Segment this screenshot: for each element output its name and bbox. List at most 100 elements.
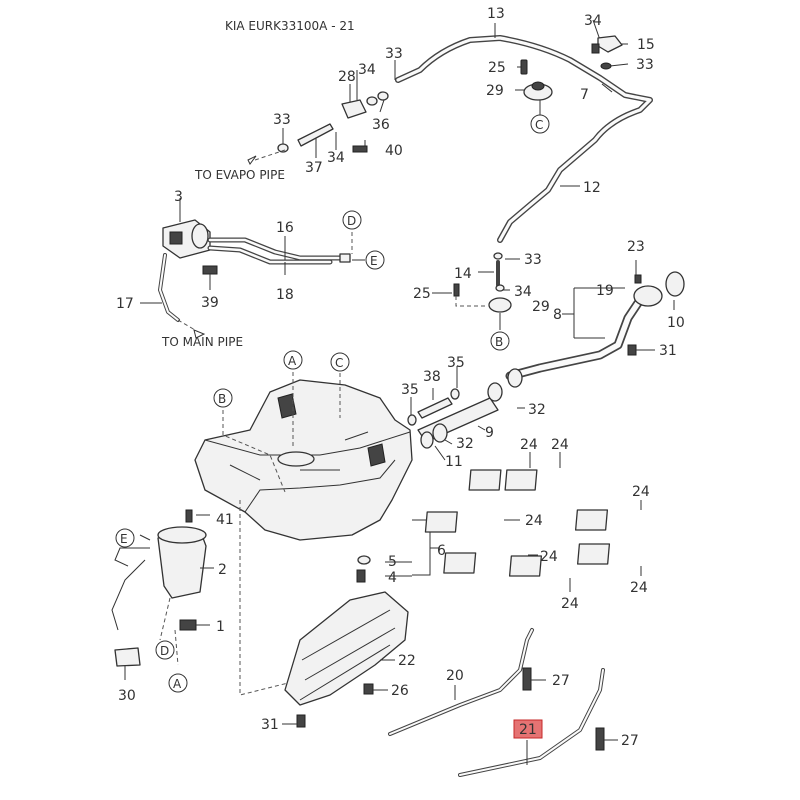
part-number-9: 9 [485,425,494,441]
part-number-35: 35 [447,355,465,371]
reference-markers: C D E B A C B E [115,114,550,693]
tank-pads-24 [424,452,642,592]
part-number-18: 18 [276,287,294,303]
part-number-25: 25 [488,60,506,76]
ref-marker-a-tank: A [283,350,303,370]
part-number-27: 27 [552,673,570,689]
part-number-33: 33 [636,57,654,73]
part-number-33: 33 [273,112,291,128]
part-number-34: 34 [584,13,602,29]
bracket-15 [591,35,623,93]
part-number-14: 14 [454,266,472,282]
part-number-27: 27 [621,733,639,749]
fuel-tank-strap-21[interactable] [458,668,618,777]
lower-clamp-29 [432,252,520,330]
filler-hoses [407,366,525,461]
part-number-36: 36 [372,117,390,133]
part-number-33: 33 [385,46,403,62]
part-number-22: 22 [398,653,416,669]
part-number-labels: 13 34 15 33 25 33 28 34 29 7 33 36 40 34… [116,6,685,749]
part-number-25: 25 [413,286,431,302]
part-number-23: 23 [627,239,645,255]
part-number-17: 17 [116,296,134,312]
ref-marker-c-top: C [530,114,550,134]
svg-text:B: B [218,392,226,406]
part-number-13: 13 [487,6,505,22]
part-number-33: 33 [524,252,542,268]
vapor-lines-16-18 [207,232,365,275]
ref-marker-d-pump: D [155,640,175,660]
part-number-15: 15 [637,37,655,53]
ref-marker-a-pump: A [168,673,188,693]
part-number-31: 31 [659,343,677,359]
part-number-16: 16 [276,220,294,236]
part-number-34: 34 [358,62,376,78]
svg-text:A: A [173,677,182,691]
diagram-title: KIA EURK33100A - 21 [225,19,355,33]
part-number-20: 20 [446,668,464,684]
part-number-11: 11 [445,454,463,470]
part-number-35: 35 [401,382,419,398]
part-number-28: 28 [338,69,356,85]
ref-marker-b-right: B [490,331,510,351]
part-number-12: 12 [583,180,601,196]
canister-3 [162,198,211,259]
part-number-31: 31 [261,717,279,733]
fuel-pump-2 [111,509,214,680]
svg-text:A: A [288,354,297,368]
part-number-6: 6 [437,543,446,559]
part-number-38: 38 [423,369,441,385]
part-number-21: 21 [519,722,537,738]
tank-bolts-5-4 [356,555,371,583]
filler-neck-8 [505,260,685,388]
fuel-line-13-12 [395,35,653,243]
part-number-4: 4 [388,570,397,586]
part-number-24: 24 [632,484,650,500]
evapo-connector-28 [254,91,389,161]
line-17 [140,253,218,331]
note-to-evapo-pipe: TO EVAPO PIPE [194,168,285,182]
svg-text:B: B [495,335,503,349]
part-number-8: 8 [553,307,562,323]
part-number-30: 30 [118,688,136,704]
svg-text:C: C [535,118,543,132]
ref-marker-b-tank: B [213,388,233,408]
part-number-24: 24 [525,513,543,529]
svg-text:D: D [347,214,356,228]
part-number-3: 3 [174,189,183,205]
part-number-24: 24 [540,549,558,565]
part-number-32: 32 [528,402,546,418]
heat-shield-22 [282,591,409,728]
part-number-40: 40 [385,143,403,159]
part-number-41: 41 [216,512,234,528]
part-number-32: 32 [456,436,474,452]
part-number-2: 2 [218,562,227,578]
ref-marker-c-tank: C [330,352,350,372]
ref-marker-e-pump: E [115,528,135,548]
note-to-main-pipe: TO MAIN PIPE [161,335,243,349]
ref-marker-e-upper: E [365,250,385,270]
part-number-24: 24 [520,437,538,453]
part-number-24: 24 [630,580,648,596]
part-number-10: 10 [667,315,685,331]
part-number-7: 7 [580,87,589,103]
svg-text:D: D [160,644,169,658]
svg-text:E: E [370,254,378,268]
part-number-37: 37 [305,160,323,176]
part-number-19: 19 [596,283,614,299]
part-number-26: 26 [391,683,409,699]
part-number-39: 39 [201,295,219,311]
fuel-tank-strap-20 [388,628,546,736]
part-number-24: 24 [551,437,569,453]
svg-text:C: C [335,356,343,370]
part-number-34: 34 [514,284,532,300]
upper-clamp-29 [520,59,553,101]
highlighted-part-21-label[interactable]: 21 [513,719,543,739]
part-number-29: 29 [532,299,550,315]
fuel-tank-6 [194,372,440,696]
svg-text:E: E [120,532,128,546]
part-number-1: 1 [216,619,225,635]
part-number-34: 34 [327,150,345,166]
part-number-5: 5 [388,554,397,570]
